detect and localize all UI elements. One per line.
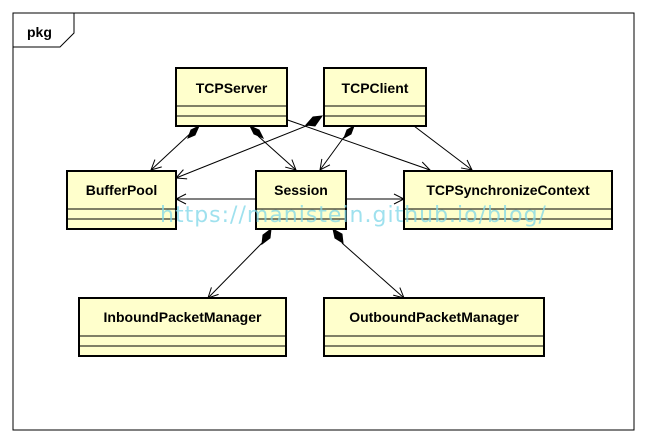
- rel-session-inbound: [208, 242, 263, 298]
- class-name: Session: [274, 182, 328, 198]
- rel-tcpclient-session: [320, 136, 345, 170]
- composition-diamond: [248, 124, 265, 140]
- rel-tcpserver-session: [257, 135, 296, 170]
- class-session: Session: [255, 170, 347, 230]
- rel-tcpclient-bufferpool: [176, 123, 312, 178]
- composition-diamond: [304, 115, 324, 127]
- rel-session-outbound: [341, 242, 404, 298]
- class-tcpclient: TCPClient: [323, 67, 427, 127]
- class-name: TCPSynchronizeContext: [426, 182, 590, 198]
- class-name: TCPClient: [342, 80, 409, 96]
- relation-lines: [151, 115, 472, 298]
- class-bufferpool: BufferPool: [66, 170, 177, 230]
- class-inboundpacketmanager: InboundPacketManager: [78, 297, 287, 357]
- class-tcpsynchronizecontext: TCPSynchronizeContext: [403, 170, 613, 230]
- class-name: OutboundPacketManager: [349, 309, 519, 325]
- class-name: TCPServer: [196, 80, 268, 96]
- composition-diamond: [187, 124, 201, 139]
- class-name: InboundPacketManager: [104, 309, 262, 325]
- class-name: BufferPool: [86, 182, 158, 198]
- rel-tcpclient-tcpsync: [413, 125, 472, 170]
- package-label: pkg: [27, 24, 52, 40]
- composition-diamond: [261, 227, 272, 246]
- composition-diamond: [343, 124, 355, 140]
- composition-diamond: [332, 228, 344, 244]
- class-outboundpacketmanager: OutboundPacketManager: [323, 297, 545, 357]
- rel-tcpserver-bufferpool: [151, 130, 194, 170]
- class-tcpserver: TCPServer: [175, 67, 288, 127]
- watermark-text: https://manistein.github.io/blog/: [160, 203, 547, 228]
- rel-tcpserver-tcpsync: [281, 117, 430, 170]
